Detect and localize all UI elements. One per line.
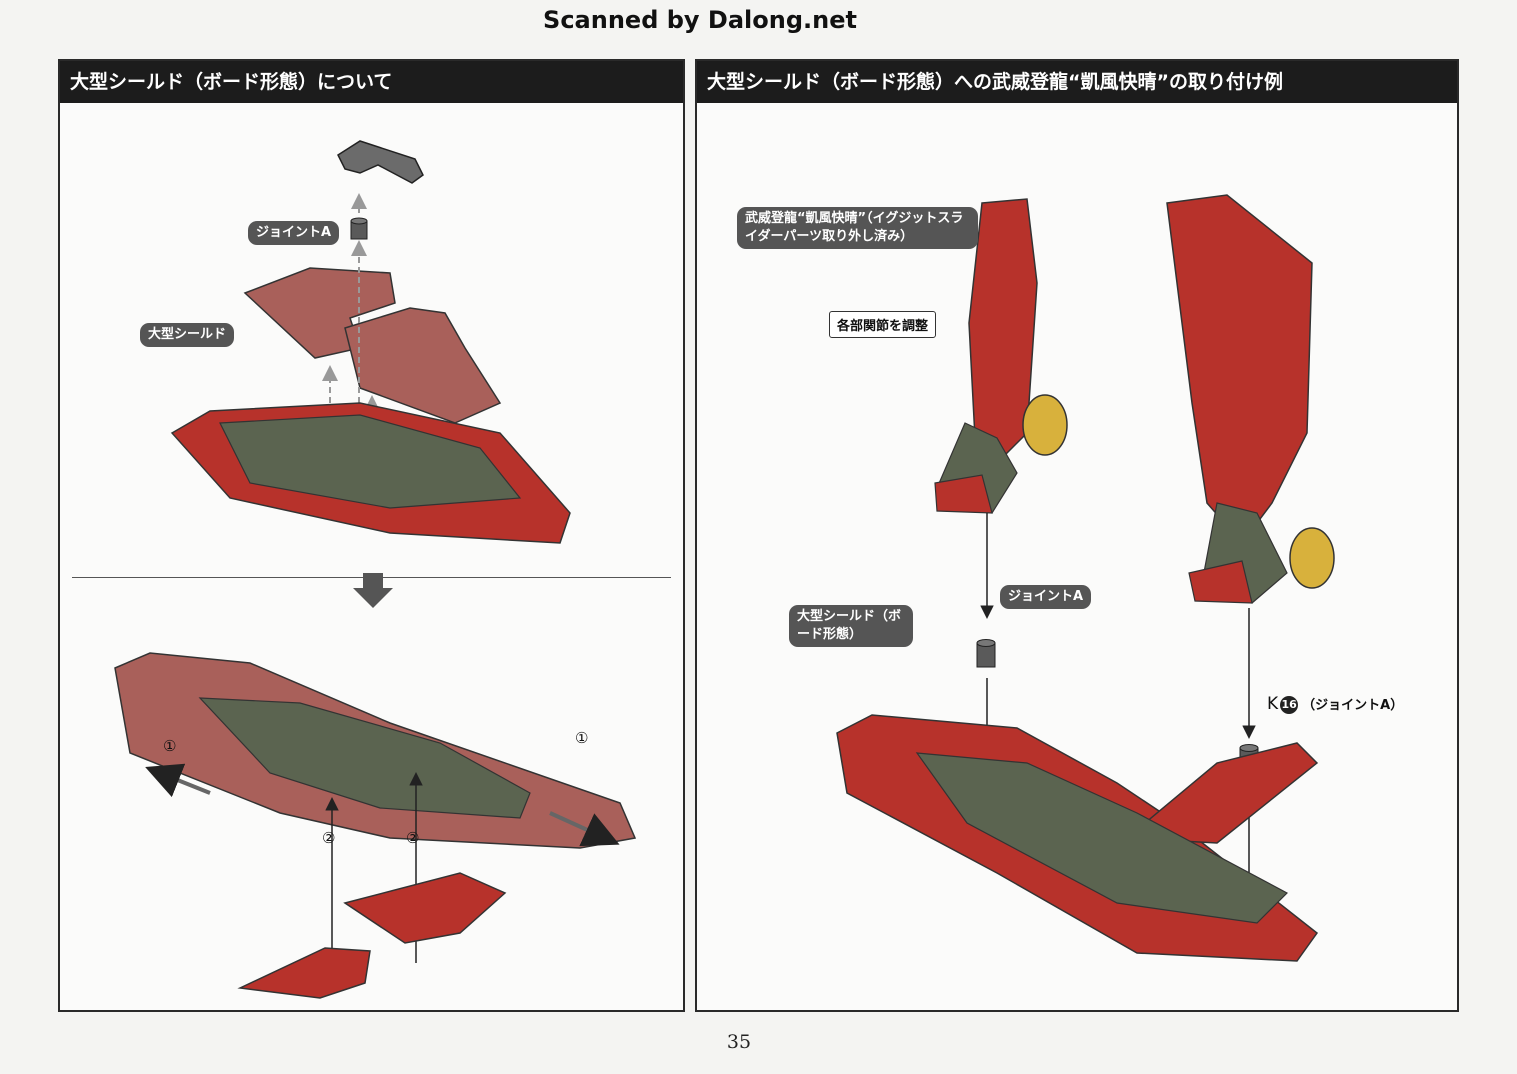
section-divider	[72, 577, 671, 578]
large-shield-upper-icon	[170, 402, 571, 544]
part-letter: K	[1267, 694, 1279, 714]
left-instruction-panel: 大型シールド（ボード形態）について	[58, 59, 685, 1012]
bottom-plate-right-icon	[343, 872, 507, 944]
right-assembly-illustration	[836, 194, 1335, 962]
large-shield-label: 大型シールド	[140, 323, 235, 347]
step-1-left-marker: ①	[163, 737, 177, 755]
joint-a-icon	[350, 217, 368, 240]
figure-name-label: 武威登龍“凱風快晴”（イグジットスライダーパーツ取り外し済み）	[737, 207, 978, 249]
part-number-badge: 16	[1280, 696, 1299, 714]
joint-a-label: ジョイントA	[248, 221, 340, 245]
joint-a-label: ジョイントA	[1000, 585, 1092, 609]
shield-board-label: 大型シールド（ボード形態）	[789, 605, 913, 647]
step-2-right-marker: ②	[406, 829, 420, 847]
joint-a-left-icon	[976, 639, 996, 668]
step-2-left-marker: ②	[322, 829, 336, 847]
upper-plate-right-icon	[344, 307, 502, 424]
right-panel-title: 大型シールド（ボード形態）への武威登龍“凱風快晴”の取り付け例	[697, 61, 1457, 103]
upper-plate-left-icon	[243, 267, 396, 359]
page-number: 35	[726, 1031, 752, 1053]
next-step-arrow-icon	[353, 573, 393, 608]
left-assembly-illustration	[114, 140, 637, 999]
adjust-joints-note: 各部関節を調整	[829, 311, 937, 338]
figure-right-leg-icon	[1166, 194, 1335, 604]
part-note: （ジョイントA）	[1302, 698, 1404, 713]
bottom-plate-left-icon	[237, 947, 371, 999]
watermark: Scanned by Dalong.net	[543, 6, 857, 34]
shield-board-icon	[836, 714, 1319, 962]
large-shield-lower-icon	[114, 652, 637, 849]
right-instruction-panel: 大型シールド（ボード形態）への武威登龍“凱風快晴”の取り付け例	[695, 59, 1459, 1012]
step-1-right-marker: ①	[575, 729, 589, 747]
handle-part-icon	[337, 140, 424, 184]
left-panel-title: 大型シールド（ボード形態）について	[60, 61, 683, 103]
figure-left-leg-icon	[934, 198, 1068, 514]
